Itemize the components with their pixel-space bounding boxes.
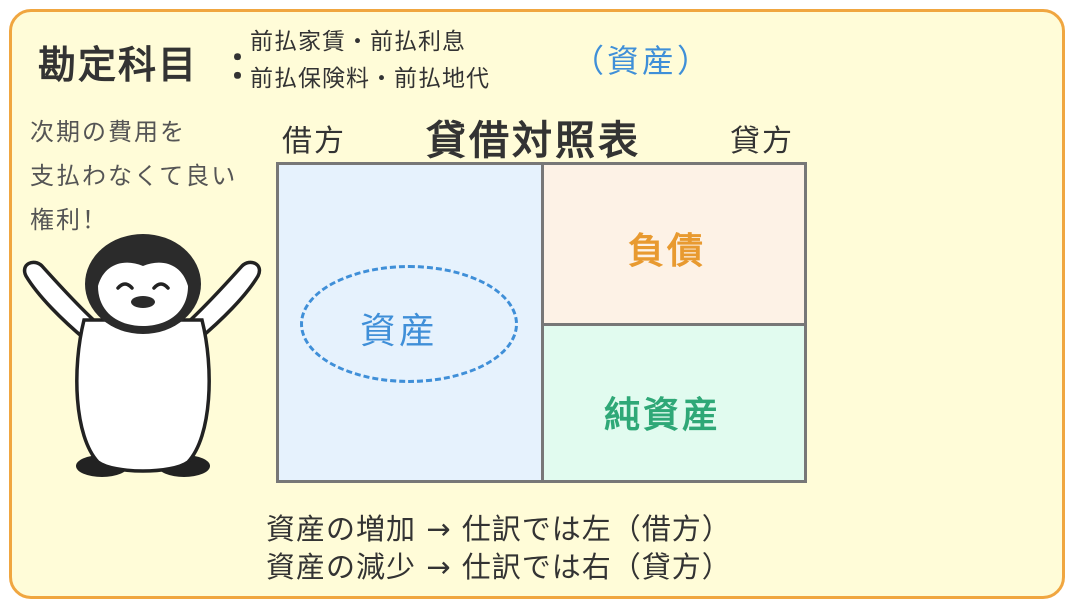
decrease-rule: 資産の減少 → 仕訳では右（貸方） <box>266 550 732 584</box>
net-assets-box <box>541 323 807 483</box>
account-colon: ： <box>228 43 267 87</box>
account-label: 勘定科目 <box>38 43 199 87</box>
credit-label: 貸方 <box>730 124 794 159</box>
balance-sheet-title: 貸借対照表 <box>426 118 641 164</box>
note-line-3: 権利！ <box>30 206 108 234</box>
category-label: （資産） <box>572 42 713 80</box>
debit-label: 借方 <box>282 124 346 159</box>
penguin-mascot <box>22 234 262 477</box>
note-line-1: 次期の費用を <box>30 118 186 146</box>
net-assets-label: 純資産 <box>604 395 722 436</box>
liabilities-box <box>541 162 807 326</box>
assets-label: 資産 <box>360 311 439 352</box>
liabilities-label: 負債 <box>628 231 707 272</box>
accounts-line-1: 前払家賃・前払利息 <box>250 29 466 55</box>
increase-rule: 資産の増加 → 仕訳では左（借方） <box>266 512 732 546</box>
note-line-2: 支払わなくて良い <box>30 162 238 190</box>
assets-highlight-ellipse <box>300 265 518 383</box>
accounts-line-2: 前払保険料・前払地代 <box>250 66 490 92</box>
